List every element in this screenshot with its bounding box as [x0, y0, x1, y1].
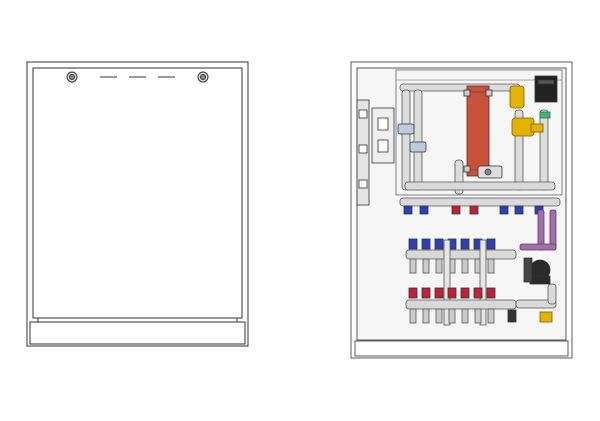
cabinet-plinth [29, 321, 246, 345]
equipment-rack [395, 69, 563, 196]
blue-valve-cap-icon[interactable] [419, 205, 429, 215]
lock-knob-left-icon[interactable] [66, 71, 78, 83]
manifold-bracket [443, 239, 451, 326]
heating-manifold-upper [405, 238, 517, 274]
flow-meter-cap-icon[interactable] [486, 287, 496, 299]
flow-meter-cap-icon[interactable] [408, 287, 418, 299]
actuator-cap-icon[interactable] [421, 238, 431, 250]
sensor-unit [477, 165, 503, 179]
flow-meter-cap-icon[interactable] [447, 287, 457, 299]
actuator-cap-icon[interactable] [408, 238, 418, 250]
flow-meter-cap-icon[interactable] [421, 287, 431, 299]
upper-supply-manifold [399, 181, 561, 207]
upper-valve-row [403, 205, 544, 215]
bracket-cutout [377, 139, 389, 153]
red-valve-cap-icon[interactable] [469, 205, 479, 215]
flow-meter-cap-icon[interactable] [473, 287, 483, 299]
isolation-valve-icon[interactable] [397, 123, 427, 153]
actuator-cap-icon[interactable] [460, 238, 470, 250]
circulation-pump-icon[interactable] [523, 257, 551, 285]
lock-knob-right-icon[interactable] [197, 71, 209, 83]
return-pipe [515, 299, 557, 309]
red-valve-cap-icon[interactable] [451, 205, 461, 215]
return-pipe [547, 283, 557, 305]
purple-pipework [519, 209, 557, 251]
drain-valve-icon[interactable] [539, 311, 553, 323]
actuator-icon[interactable] [534, 75, 558, 103]
mounting-rail [356, 99, 370, 206]
manifold-bracket [479, 239, 487, 326]
bracket-cutout [377, 117, 389, 131]
open-cabinet [350, 61, 573, 359]
end-cap-icon [507, 309, 517, 323]
blue-valve-cap-icon[interactable] [403, 205, 413, 215]
mixing-valve-icon[interactable] [509, 85, 544, 137]
blue-valve-cap-icon[interactable] [499, 205, 509, 215]
bracket-plate [371, 107, 395, 164]
cabinet-door [32, 67, 243, 319]
flow-meter-cap-icon[interactable] [460, 287, 470, 299]
actuator-cap-icon[interactable] [434, 238, 444, 250]
actuator-cap-icon[interactable] [486, 238, 496, 250]
flow-meter-cap-icon[interactable] [434, 287, 444, 299]
open-cabinet-plinth [354, 340, 569, 357]
connector-icon [539, 111, 551, 119]
blue-valve-cap-icon[interactable] [514, 205, 524, 215]
heat-exchanger [463, 85, 493, 177]
manifold-flow-meters [408, 287, 496, 299]
closed-cabinet [26, 61, 249, 347]
